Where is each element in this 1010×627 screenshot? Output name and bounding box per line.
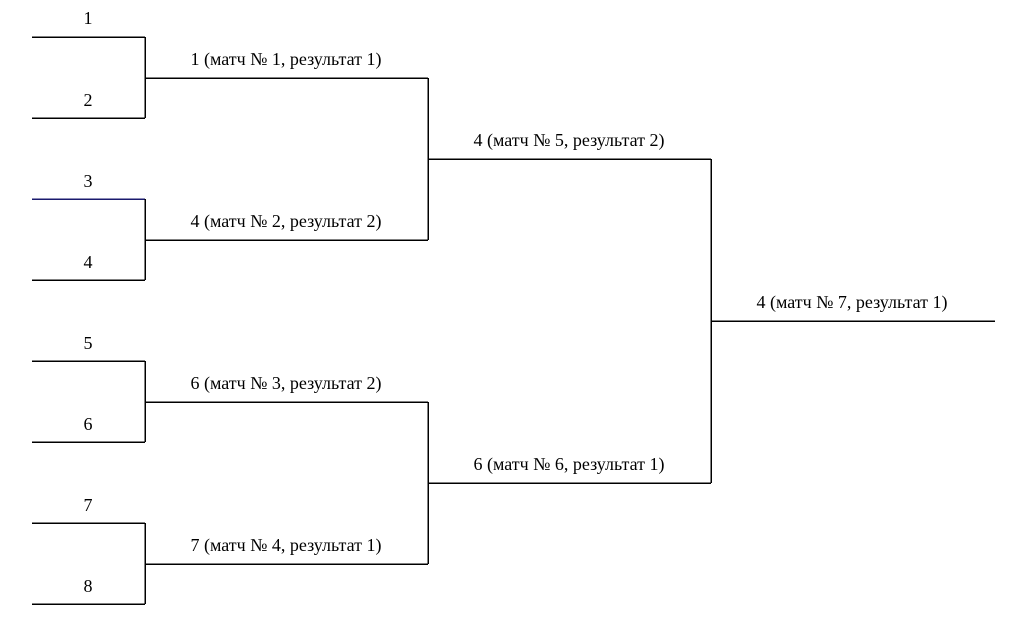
participant-label-3: 3 xyxy=(84,171,93,191)
final-winner: 4 (матч № 7, результат 1) xyxy=(711,292,995,322)
participant-label-7: 7 xyxy=(84,495,93,515)
participant-label-2: 2 xyxy=(84,90,93,110)
round1-label-1: 1 (матч № 1, результат 1) xyxy=(190,49,381,70)
final-label: 4 (матч № 7, результат 1) xyxy=(756,292,947,313)
round1-winners: 1 (матч № 1, результат 1) 4 (матч № 2, р… xyxy=(145,49,428,565)
round2-winners: 4 (матч № 5, результат 2) 6 (матч № 6, р… xyxy=(428,130,711,484)
participant-label-5: 5 xyxy=(84,333,93,353)
participant-label-4: 4 xyxy=(84,252,93,272)
participant-label-6: 6 xyxy=(84,414,93,434)
round2-label-1: 4 (матч № 5, результат 2) xyxy=(473,130,664,151)
participant-label-1: 1 xyxy=(84,8,93,28)
participant-slots: 1 2 3 4 5 6 7 8 xyxy=(32,8,145,605)
round1-label-4: 7 (матч № 4, результат 1) xyxy=(190,535,381,556)
participant-label-8: 8 xyxy=(84,576,93,596)
round1-label-2: 4 (матч № 2, результат 2) xyxy=(190,211,381,232)
round2-label-2: 6 (матч № 6, результат 1) xyxy=(473,454,664,475)
round1-label-3: 6 (матч № 3, результат 2) xyxy=(190,373,381,394)
